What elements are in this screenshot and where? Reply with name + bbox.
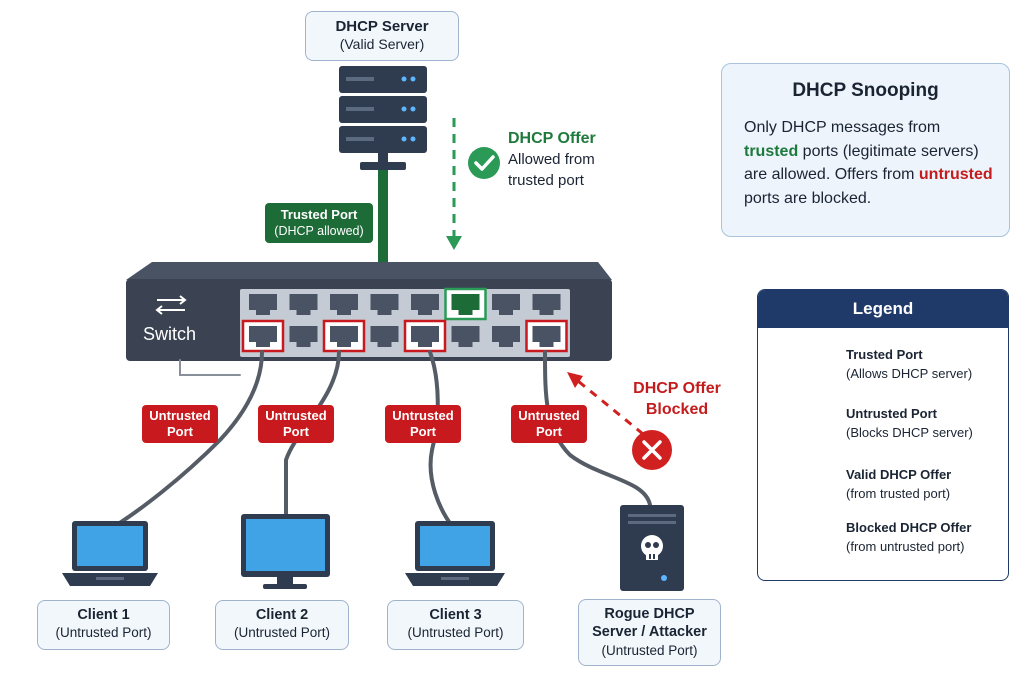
untrusted-tag-line2: Port <box>283 424 309 439</box>
legend-title: Legend <box>758 290 1008 328</box>
trusted-port <box>444 287 487 321</box>
untrusted-port <box>241 319 285 353</box>
client-3-title: Client 3 <box>429 607 482 623</box>
blocked-offer-arrow <box>567 372 644 436</box>
untrusted-port <box>525 319 568 353</box>
legend-item-trusted: Trusted Port (Allows DHCP server) <box>846 345 972 383</box>
rogue-server-icon <box>620 505 684 591</box>
offer-allowed-title: DHCP Offer <box>508 130 596 147</box>
untrusted-tag-line2: Port <box>410 424 436 439</box>
switch-port <box>330 294 358 315</box>
untrusted-tag-line1: Untrusted <box>518 408 580 423</box>
legend-item-blocked-offer: Blocked DHCP Offer (from untrusted port) <box>846 518 971 556</box>
untrusted-tag-line2: Port <box>167 424 193 439</box>
untrusted-port <box>403 319 447 353</box>
switch-port <box>289 294 318 315</box>
untrusted-port <box>322 319 366 353</box>
snooping-text-2: ports (legitimate servers) are allowed. … <box>744 142 979 184</box>
rogue-server-label: Rogue DHCP Server / Attacker (Untrusted … <box>578 599 721 666</box>
legend-item-untrusted: Untrusted Port (Blocks DHCP server) <box>846 404 973 442</box>
valid-offer-arrow <box>446 118 462 250</box>
offer-allowed-line1: Allowed from <box>508 151 595 168</box>
legend-item-desc: (from trusted port) <box>846 486 951 501</box>
switch-port <box>370 294 399 315</box>
switch-port <box>492 326 520 347</box>
dhcp-server-icon <box>339 66 427 170</box>
legend-item-label: Trusted Port <box>846 347 923 362</box>
switch-label: Switch <box>143 324 197 344</box>
dhcp-server-subtitle: (Valid Server) <box>339 36 425 52</box>
snooping-info-box: DHCP Snooping Only DHCP messages from tru… <box>721 63 1010 237</box>
laptop-icon <box>405 521 505 586</box>
legend-item-label: Blocked DHCP Offer <box>846 520 972 535</box>
untrusted-port-tag: Untrusted Port <box>385 405 461 443</box>
switch-port <box>411 294 439 315</box>
offer-allowed-text: DHCP Offer Allowed from trusted port <box>508 128 596 191</box>
legend-item-desc: (Allows DHCP server) <box>846 366 973 381</box>
snooping-untrusted-word: untrusted <box>918 166 993 183</box>
switch-port <box>532 294 561 315</box>
trusted-port-tag-subtitle: (DHCP allowed) <box>274 224 364 238</box>
laptop-icon <box>62 521 158 586</box>
offer-allowed-line2: trusted port <box>508 172 584 189</box>
untrusted-port-tag: Untrusted Port <box>142 405 218 443</box>
rogue-title-line2: Server / Attacker <box>592 624 707 640</box>
client-1-label: Client 1 (Untrusted Port) <box>37 600 170 650</box>
switch-port <box>289 326 318 347</box>
switch-port <box>451 326 480 347</box>
legend-item-valid-offer: Valid DHCP Offer (from trusted port) <box>846 465 951 503</box>
snooping-title: DHCP Snooping <box>792 80 939 101</box>
legend-item-label: Valid DHCP Offer <box>846 467 952 482</box>
legend-panel: Legend Trusted Port (Allows DHCP server)… <box>757 289 1009 581</box>
untrusted-tag-line1: Untrusted <box>392 408 454 423</box>
dhcp-server-label: DHCP Server (Valid Server) <box>305 11 459 61</box>
trusted-port-tag: Trusted Port (DHCP allowed) <box>265 203 373 243</box>
snooping-trusted-word: trusted <box>744 142 799 160</box>
legend-item-desc: (from untrusted port) <box>846 539 965 554</box>
blocked-x-icon <box>632 430 672 470</box>
trusted-cable <box>378 170 388 296</box>
untrusted-tag-line1: Untrusted <box>265 408 327 423</box>
untrusted-tag-line1: Untrusted <box>149 408 211 423</box>
switch-ports <box>241 287 568 353</box>
switch-port <box>492 294 520 315</box>
offer-blocked-text: DHCP Offer Blocked <box>622 378 732 420</box>
untrusted-port-tag: Untrusted Port <box>511 405 587 443</box>
offer-blocked-line2: Blocked <box>645 401 709 418</box>
snooping-text-3: ports are blocked. <box>744 189 872 207</box>
switch-port <box>370 326 399 347</box>
untrusted-tag-line2: Port <box>536 424 562 439</box>
legend-item-desc: (Blocks DHCP server) <box>846 425 973 440</box>
client-1-title: Client 1 <box>77 607 130 623</box>
check-icon <box>468 147 500 179</box>
client-3-label: Client 3 (Untrusted Port) <box>387 600 524 650</box>
client-2-title: Client 2 <box>255 607 309 623</box>
rogue-subtitle: (Untrusted Port) <box>601 643 698 658</box>
rogue-title-line1: Rogue DHCP <box>604 606 695 622</box>
monitor-icon <box>241 514 330 589</box>
dhcp-server-title: DHCP Server <box>335 18 429 35</box>
client-2-label: Client 2 (Untrusted Port) <box>215 600 349 650</box>
trusted-port-tag-title: Trusted Port <box>280 207 358 222</box>
switch-port <box>249 294 277 315</box>
untrusted-port-tag: Untrusted Port <box>258 405 334 443</box>
legend-item-label: Untrusted Port <box>846 406 937 421</box>
client-3-subtitle: (Untrusted Port) <box>407 625 504 640</box>
client-2-subtitle: (Untrusted Port) <box>233 625 331 640</box>
snooping-body: Only DHCP messages from trusted ports (le… <box>744 116 997 210</box>
client-1-subtitle: (Untrusted Port) <box>55 625 152 640</box>
offer-blocked-line1: DHCP Offer <box>633 380 721 397</box>
snooping-text-1: Only DHCP messages from <box>744 119 941 136</box>
